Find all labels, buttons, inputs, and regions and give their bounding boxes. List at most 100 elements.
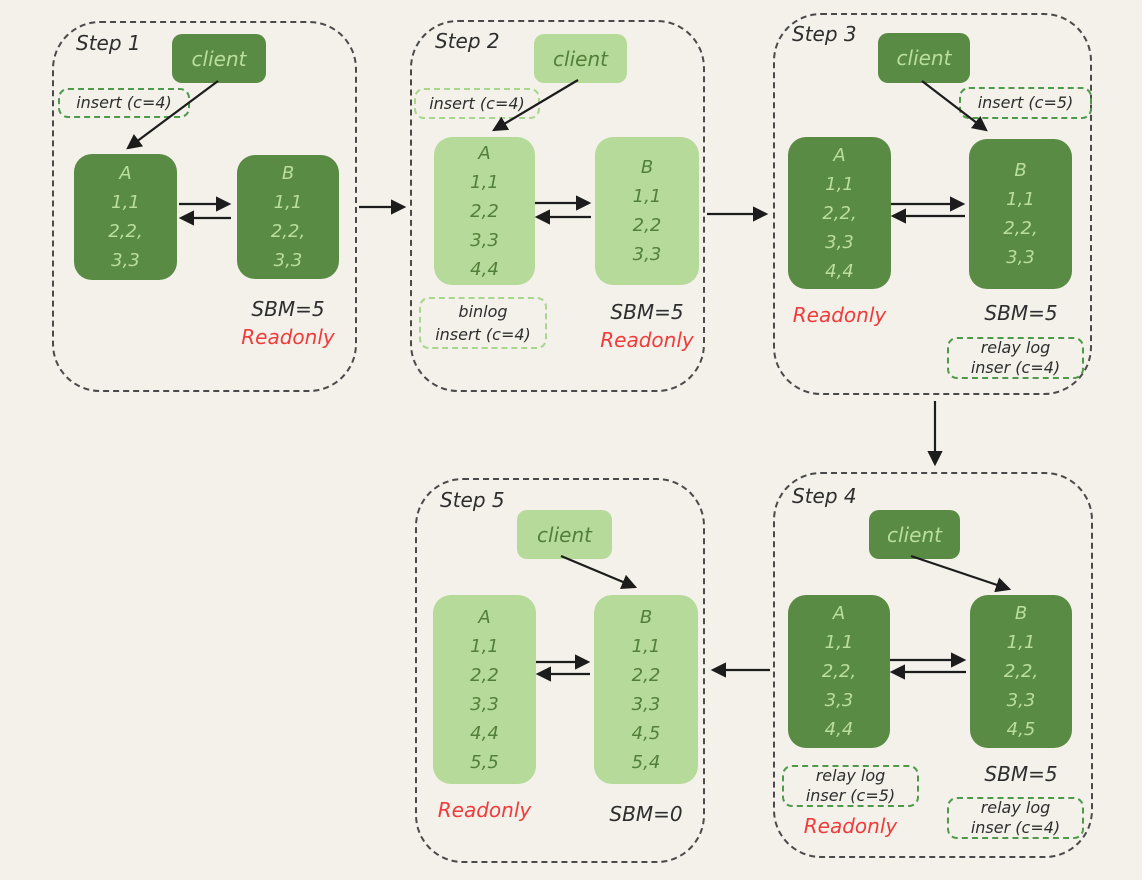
readonly-label: Readonly bbox=[241, 325, 335, 349]
node-row: 1,1 bbox=[470, 171, 499, 193]
relay-log-line2: inser (c=4) bbox=[970, 358, 1061, 377]
binlog-tag-line1: binlog bbox=[458, 302, 508, 321]
node-row: 1,1 bbox=[825, 173, 854, 195]
sbm-label: SBM=5 bbox=[984, 762, 1058, 786]
node-row: 4,5 bbox=[1006, 719, 1036, 740]
node-row: 3,3 bbox=[273, 250, 303, 271]
node-row: 3,3 bbox=[825, 231, 854, 253]
node-row: 4,4 bbox=[824, 719, 854, 740]
node-a: A 1,1 2,2, 3,3 bbox=[74, 154, 177, 280]
node-row: 1,1 bbox=[631, 635, 661, 657]
node-a-title: A bbox=[832, 603, 846, 624]
client-box: client bbox=[172, 34, 266, 83]
node-b-rows: 1,1 2,2, 3,3 bbox=[1003, 185, 1037, 272]
relay-log-a-line2: inser (c=5) bbox=[805, 786, 896, 805]
relay-log-tag-b: relay log inser (c=4) bbox=[947, 797, 1084, 839]
node-b-title: B bbox=[1014, 160, 1027, 181]
client-box: client bbox=[517, 510, 612, 559]
relay-log-b-line2: inser (c=4) bbox=[970, 818, 1061, 837]
insert-tag-text: insert (c=5) bbox=[977, 93, 1074, 112]
node-row: 4,4 bbox=[470, 722, 499, 744]
node-row: 3,3 bbox=[1006, 690, 1036, 711]
node-row: 4,4 bbox=[470, 258, 499, 280]
readonly-label: Readonly bbox=[792, 303, 887, 327]
client-box: client bbox=[869, 510, 960, 559]
node-row: 3,3 bbox=[470, 229, 499, 251]
node-row: 2,2, bbox=[270, 221, 306, 242]
readonly-label: Readonly bbox=[437, 798, 532, 822]
node-a-rows: 1,1 2,2 3,3 4,4 5,5 bbox=[470, 632, 499, 777]
insert-tag-text: insert (c=4) bbox=[429, 93, 525, 113]
node-a: A 1,1 2,2, 3,3 4,4 bbox=[788, 137, 891, 289]
node-a-title: A bbox=[478, 606, 491, 628]
readonly-label: Readonly bbox=[600, 328, 694, 352]
sbm-label: SBM=5 bbox=[610, 300, 684, 324]
node-row: 3,3 bbox=[1006, 247, 1035, 268]
node-b: B 1,1 2,2 3,3 bbox=[595, 137, 699, 285]
node-b-title: B bbox=[639, 606, 653, 628]
node-row: 2,2 bbox=[470, 664, 499, 686]
node-row: 2,2, bbox=[1003, 218, 1038, 239]
client-box: client bbox=[534, 34, 627, 83]
node-row: 2,2 bbox=[632, 215, 662, 236]
step-4-label: Step 4 bbox=[792, 484, 857, 508]
insert-tag: insert (c=5) bbox=[959, 87, 1092, 119]
step-3-label: Step 3 bbox=[792, 22, 857, 46]
client-box: client bbox=[878, 33, 970, 83]
binlog-tag-line2: insert (c=4) bbox=[435, 325, 531, 344]
node-a: A 1,1 2,2 3,3 4,4 5,5 bbox=[433, 595, 536, 784]
node-a-rows: 1,1 2,2, 3,3 bbox=[108, 188, 142, 275]
node-row: 3,3 bbox=[111, 250, 140, 271]
node-row: 4,4 bbox=[825, 260, 854, 282]
node-b-rows: 1,1 2,2 3,3 bbox=[633, 182, 662, 269]
node-b-rows: 1,1 2,2, 3,3 bbox=[271, 188, 305, 275]
relay-log-tag-a: relay log inser (c=5) bbox=[782, 765, 919, 807]
node-row: 1,1 bbox=[273, 192, 303, 213]
node-row: 3,3 bbox=[631, 693, 661, 715]
sbm-label: SBM=5 bbox=[251, 297, 325, 321]
node-row: 2,2, bbox=[108, 221, 143, 242]
node-b: B 1,1 2,2, 3,3 bbox=[237, 155, 339, 279]
readonly-label: Readonly bbox=[803, 814, 898, 838]
step-3-group: Step 3 client insert (c=5) A 1,1 2,2, 3,3 4… bbox=[773, 13, 1092, 395]
node-row: 1,1 bbox=[1006, 189, 1035, 210]
insert-tag: insert (c=4) bbox=[58, 88, 190, 118]
node-a-title: A bbox=[478, 142, 491, 164]
node-row: 1,1 bbox=[111, 192, 140, 213]
node-b-title: B bbox=[640, 157, 654, 178]
node-row: 3,3 bbox=[824, 690, 854, 711]
node-row: 1,1 bbox=[824, 632, 854, 653]
node-a-title: A bbox=[833, 144, 846, 166]
node-row: 4,5 bbox=[631, 722, 661, 744]
node-row: 1,1 bbox=[632, 186, 662, 207]
node-row: 5,5 bbox=[470, 751, 499, 773]
node-row: 2,2, bbox=[822, 202, 857, 224]
node-b-title: B bbox=[1014, 603, 1028, 624]
step-1-label: Step 1 bbox=[76, 31, 141, 55]
relay-log-tag: relay log inser (c=4) bbox=[947, 337, 1084, 379]
relay-log-b-line1: relay log bbox=[980, 798, 1051, 817]
step-2-group: Step 2 client insert (c=4) A 1,1 2,2 3,3 4,… bbox=[410, 20, 705, 392]
node-b: B 1,1 2,2, 3,3 bbox=[969, 139, 1072, 289]
node-a-rows: 1,1 2,2, 3,3 4,4 bbox=[822, 170, 856, 286]
node-b-title: B bbox=[281, 163, 295, 184]
node-row: 3,3 bbox=[632, 244, 662, 265]
node-a-title: A bbox=[119, 163, 132, 184]
node-row: 3,3 bbox=[470, 693, 499, 715]
node-row: 5,4 bbox=[631, 751, 661, 773]
node-row: 1,1 bbox=[470, 635, 499, 657]
relay-log-a-line1: relay log bbox=[815, 766, 886, 785]
binlog-tag: binlog insert (c=4) bbox=[419, 297, 547, 349]
step-2-label: Step 2 bbox=[435, 29, 500, 53]
